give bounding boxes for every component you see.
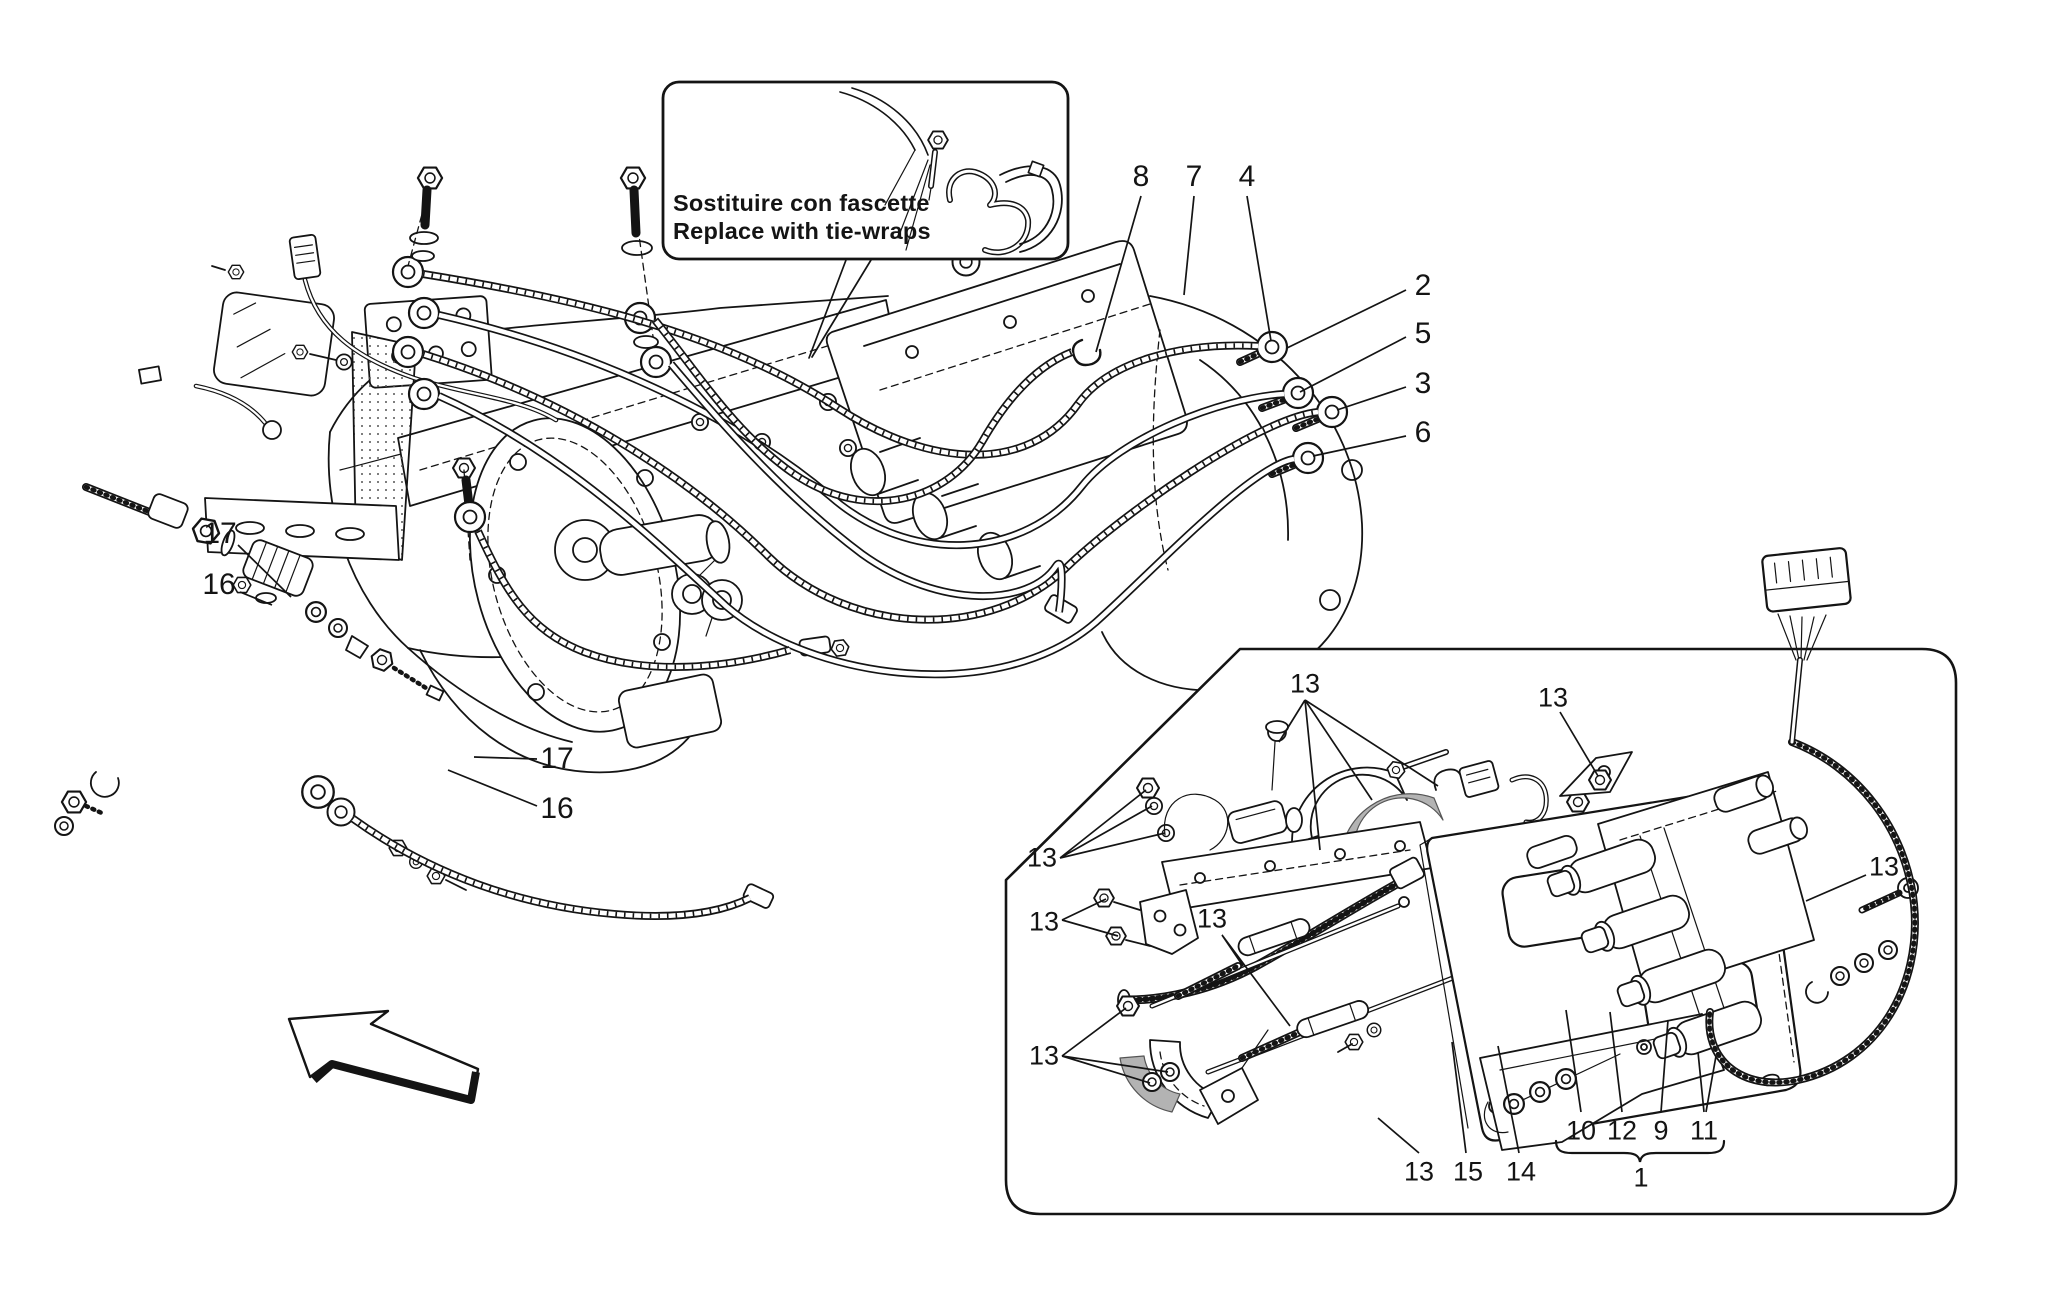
direction-arrow — [287, 1009, 480, 1104]
callout-9: 9 — [1653, 1115, 1669, 1146]
callout-12: 12 — [1606, 1115, 1638, 1146]
connector-block — [1761, 547, 1852, 613]
note-line-english: Replace with tie-wraps — [673, 218, 931, 244]
callout-11: 11 — [1689, 1115, 1719, 1146]
callout-13-left-lower: 13 — [1028, 906, 1060, 937]
callout-13-center: 13 — [1196, 903, 1228, 934]
callout-2: 2 — [1414, 269, 1432, 302]
callout-13-bottom-left: 13 — [1028, 1040, 1060, 1071]
callout-16-left: 16 — [202, 568, 236, 601]
callout-17-left: 17 — [203, 517, 237, 550]
callout-16-mid: 16 — [540, 792, 574, 825]
callout-4: 4 — [1238, 160, 1256, 193]
callout-6: 6 — [1414, 416, 1432, 449]
callout-3: 3 — [1414, 367, 1432, 400]
callout-5: 5 — [1414, 317, 1432, 350]
tie-wrap-illustration — [839, 87, 1063, 256]
callout-13-inset-top: 13 — [1289, 668, 1321, 699]
note-line-italian: Sostituire con fascette — [673, 190, 930, 216]
callout-10: 10 — [1565, 1115, 1597, 1146]
callout-13-right: 13 — [1868, 851, 1900, 882]
note-box-graphic — [661, 80, 1070, 359]
callout-13-bottom: 13 — [1403, 1156, 1435, 1187]
callout-14: 14 — [1505, 1156, 1537, 1187]
callout-1: 1 — [1633, 1162, 1649, 1193]
callout-7: 7 — [1185, 160, 1203, 193]
callout-15: 15 — [1452, 1156, 1484, 1187]
callout-8: 8 — [1132, 160, 1150, 193]
callout-group-brace — [1554, 1139, 1726, 1163]
leader-lines — [237, 195, 1867, 1154]
callout-17-mid: 17 — [540, 742, 574, 775]
inset-panel — [1004, 547, 1958, 1216]
note-box-text: Sostituire con fascette Replace with tie… — [673, 189, 931, 245]
callout-13-valve: 13 — [1537, 682, 1569, 713]
callout-13-left-upper: 13 — [1026, 842, 1058, 873]
